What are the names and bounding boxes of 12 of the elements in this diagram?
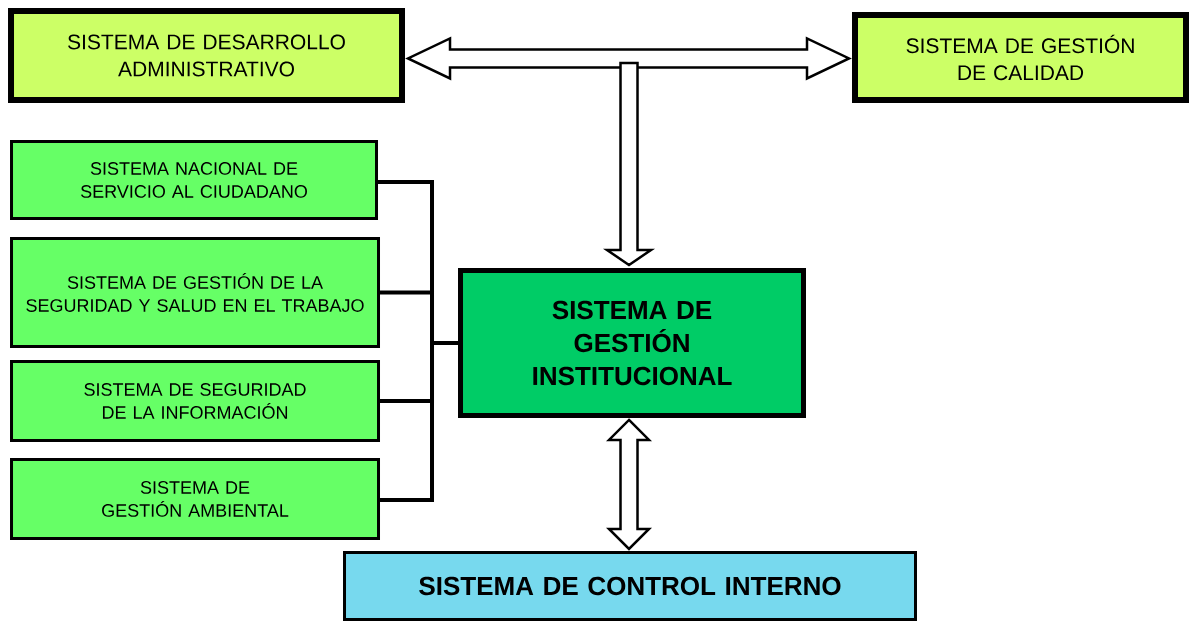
system-box: SISTEMA DE GESTIÓN DE CALIDAD (852, 12, 1189, 103)
system-box: SISTEMA DE GESTIÓN AMBIENTAL (10, 458, 380, 540)
system-box: SISTEMA DE GESTIÓN INSTITUCIONAL (458, 268, 806, 418)
system-box: SISTEMA DE DESARROLLO ADMINISTRATIVO (8, 8, 405, 103)
system-box: SISTEMA DE CONTROL INTERNO (343, 551, 917, 621)
double-arrow (606, 418, 653, 551)
system-box: SISTEMA DE GESTIÓN DE LA SEGURIDAD Y SALUD EN EL TRABAJO (10, 237, 380, 348)
double-arrow (405, 36, 852, 81)
system-box: SISTEMA DE SEGURIDAD DE LA INFORMACIÓN (10, 360, 380, 442)
system-box: SISTEMA NACIONAL DE SERVICIO AL CIUDADANO (10, 140, 378, 220)
arrow (602, 61, 656, 267)
connector-line (380, 341, 458, 502)
